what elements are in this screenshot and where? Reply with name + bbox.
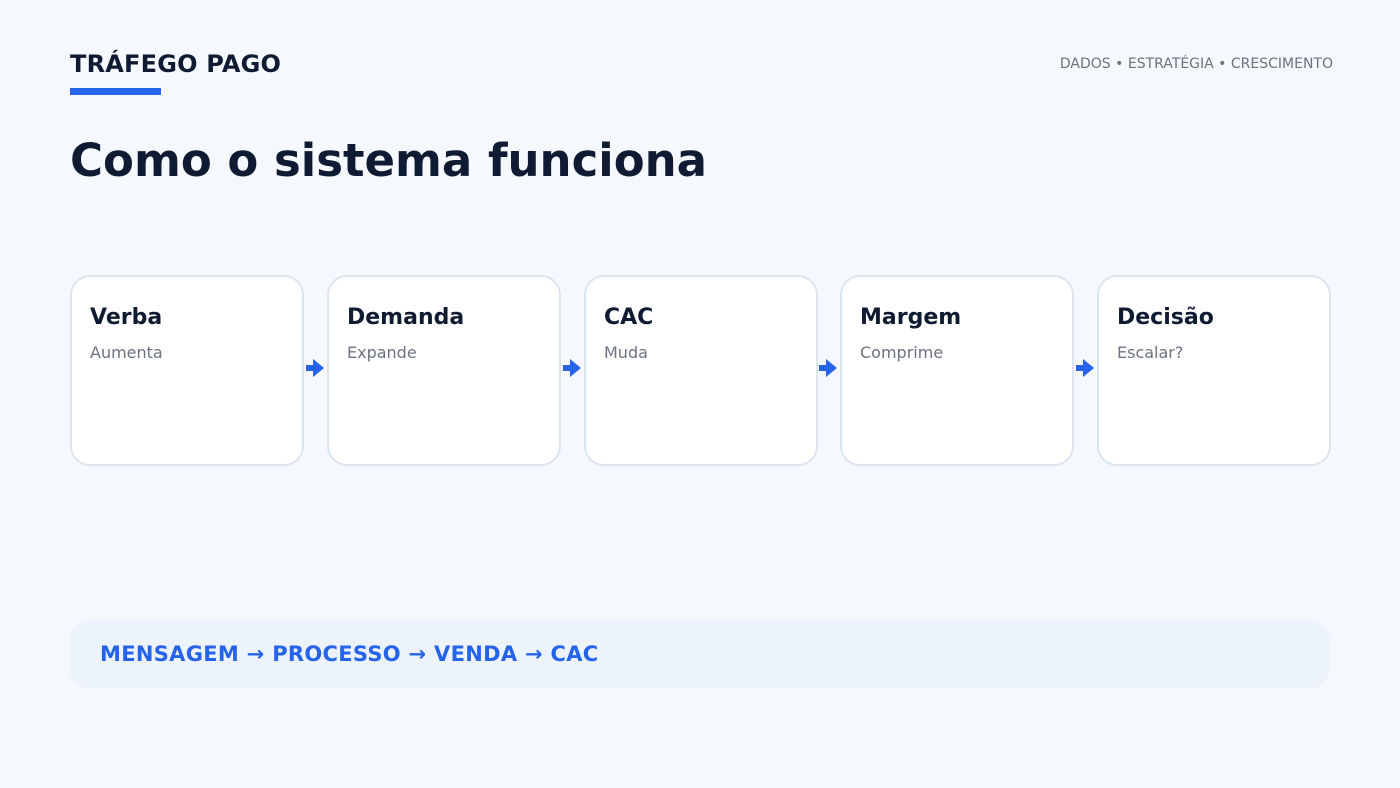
step-subtitle: Aumenta xyxy=(90,343,163,362)
flow-step-decisao: Decisão Escalar? xyxy=(1097,275,1331,466)
step-subtitle: Escalar? xyxy=(1117,343,1184,362)
page-title: Como o sistema funciona xyxy=(70,134,708,187)
step-title: Demanda xyxy=(347,305,465,330)
process-flow: Verba Aumenta Demanda Expande CAC Muda M… xyxy=(70,275,1331,466)
flow-step-demanda: Demanda Expande xyxy=(327,275,561,466)
step-subtitle: Expande xyxy=(347,343,417,362)
brand-title: TRÁFEGO PAGO xyxy=(70,50,282,78)
step-title: CAC xyxy=(604,305,654,330)
header-tagline: DADOS • ESTRATÉGIA • CRESCIMENTO xyxy=(1059,56,1333,72)
step-title: Margem xyxy=(860,305,962,330)
arrow-right-icon xyxy=(819,359,837,377)
flow-step-cac: CAC Muda xyxy=(584,275,818,466)
step-title: Verba xyxy=(90,305,163,330)
arrow-right-icon xyxy=(563,359,581,377)
step-subtitle: Muda xyxy=(604,343,648,362)
flow-step-margem: Margem Comprime xyxy=(840,275,1074,466)
arrow-right-icon xyxy=(306,359,324,377)
flow-step-verba: Verba Aumenta xyxy=(70,275,304,466)
step-subtitle: Comprime xyxy=(860,343,944,362)
brand-underline xyxy=(70,88,161,95)
summary-bar: MENSAGEM → PROCESSO → VENDA → CAC xyxy=(70,620,1329,688)
summary-text: MENSAGEM → PROCESSO → VENDA → CAC xyxy=(100,642,599,666)
arrow-right-icon xyxy=(1076,359,1094,377)
step-title: Decisão xyxy=(1117,305,1214,330)
